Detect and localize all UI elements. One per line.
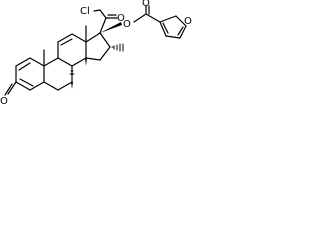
c16-methyl xyxy=(111,43,124,52)
chemical-structure-diagram: Cl O O O O O xyxy=(0,0,192,107)
ester-oxygen-label: O xyxy=(123,19,131,30)
ring-ketone-oxygen-label: O xyxy=(0,96,8,107)
atom-labels: Cl O O O O O xyxy=(0,0,192,107)
side-chain xyxy=(93,9,118,34)
chlorine-label: Cl xyxy=(80,6,90,17)
furan-ring xyxy=(159,15,187,39)
furan-oxygen-label: O xyxy=(184,16,192,27)
ring-c xyxy=(57,25,87,67)
ketone-oxygen-label: O xyxy=(117,13,125,24)
hashed-bond-c8 xyxy=(69,67,75,75)
ester-linkage xyxy=(100,5,161,33)
ring-a xyxy=(4,57,45,96)
ester-carbonyl-oxygen-label: O xyxy=(142,0,150,9)
stereo-bonds xyxy=(69,58,87,89)
ring-d xyxy=(85,32,111,61)
